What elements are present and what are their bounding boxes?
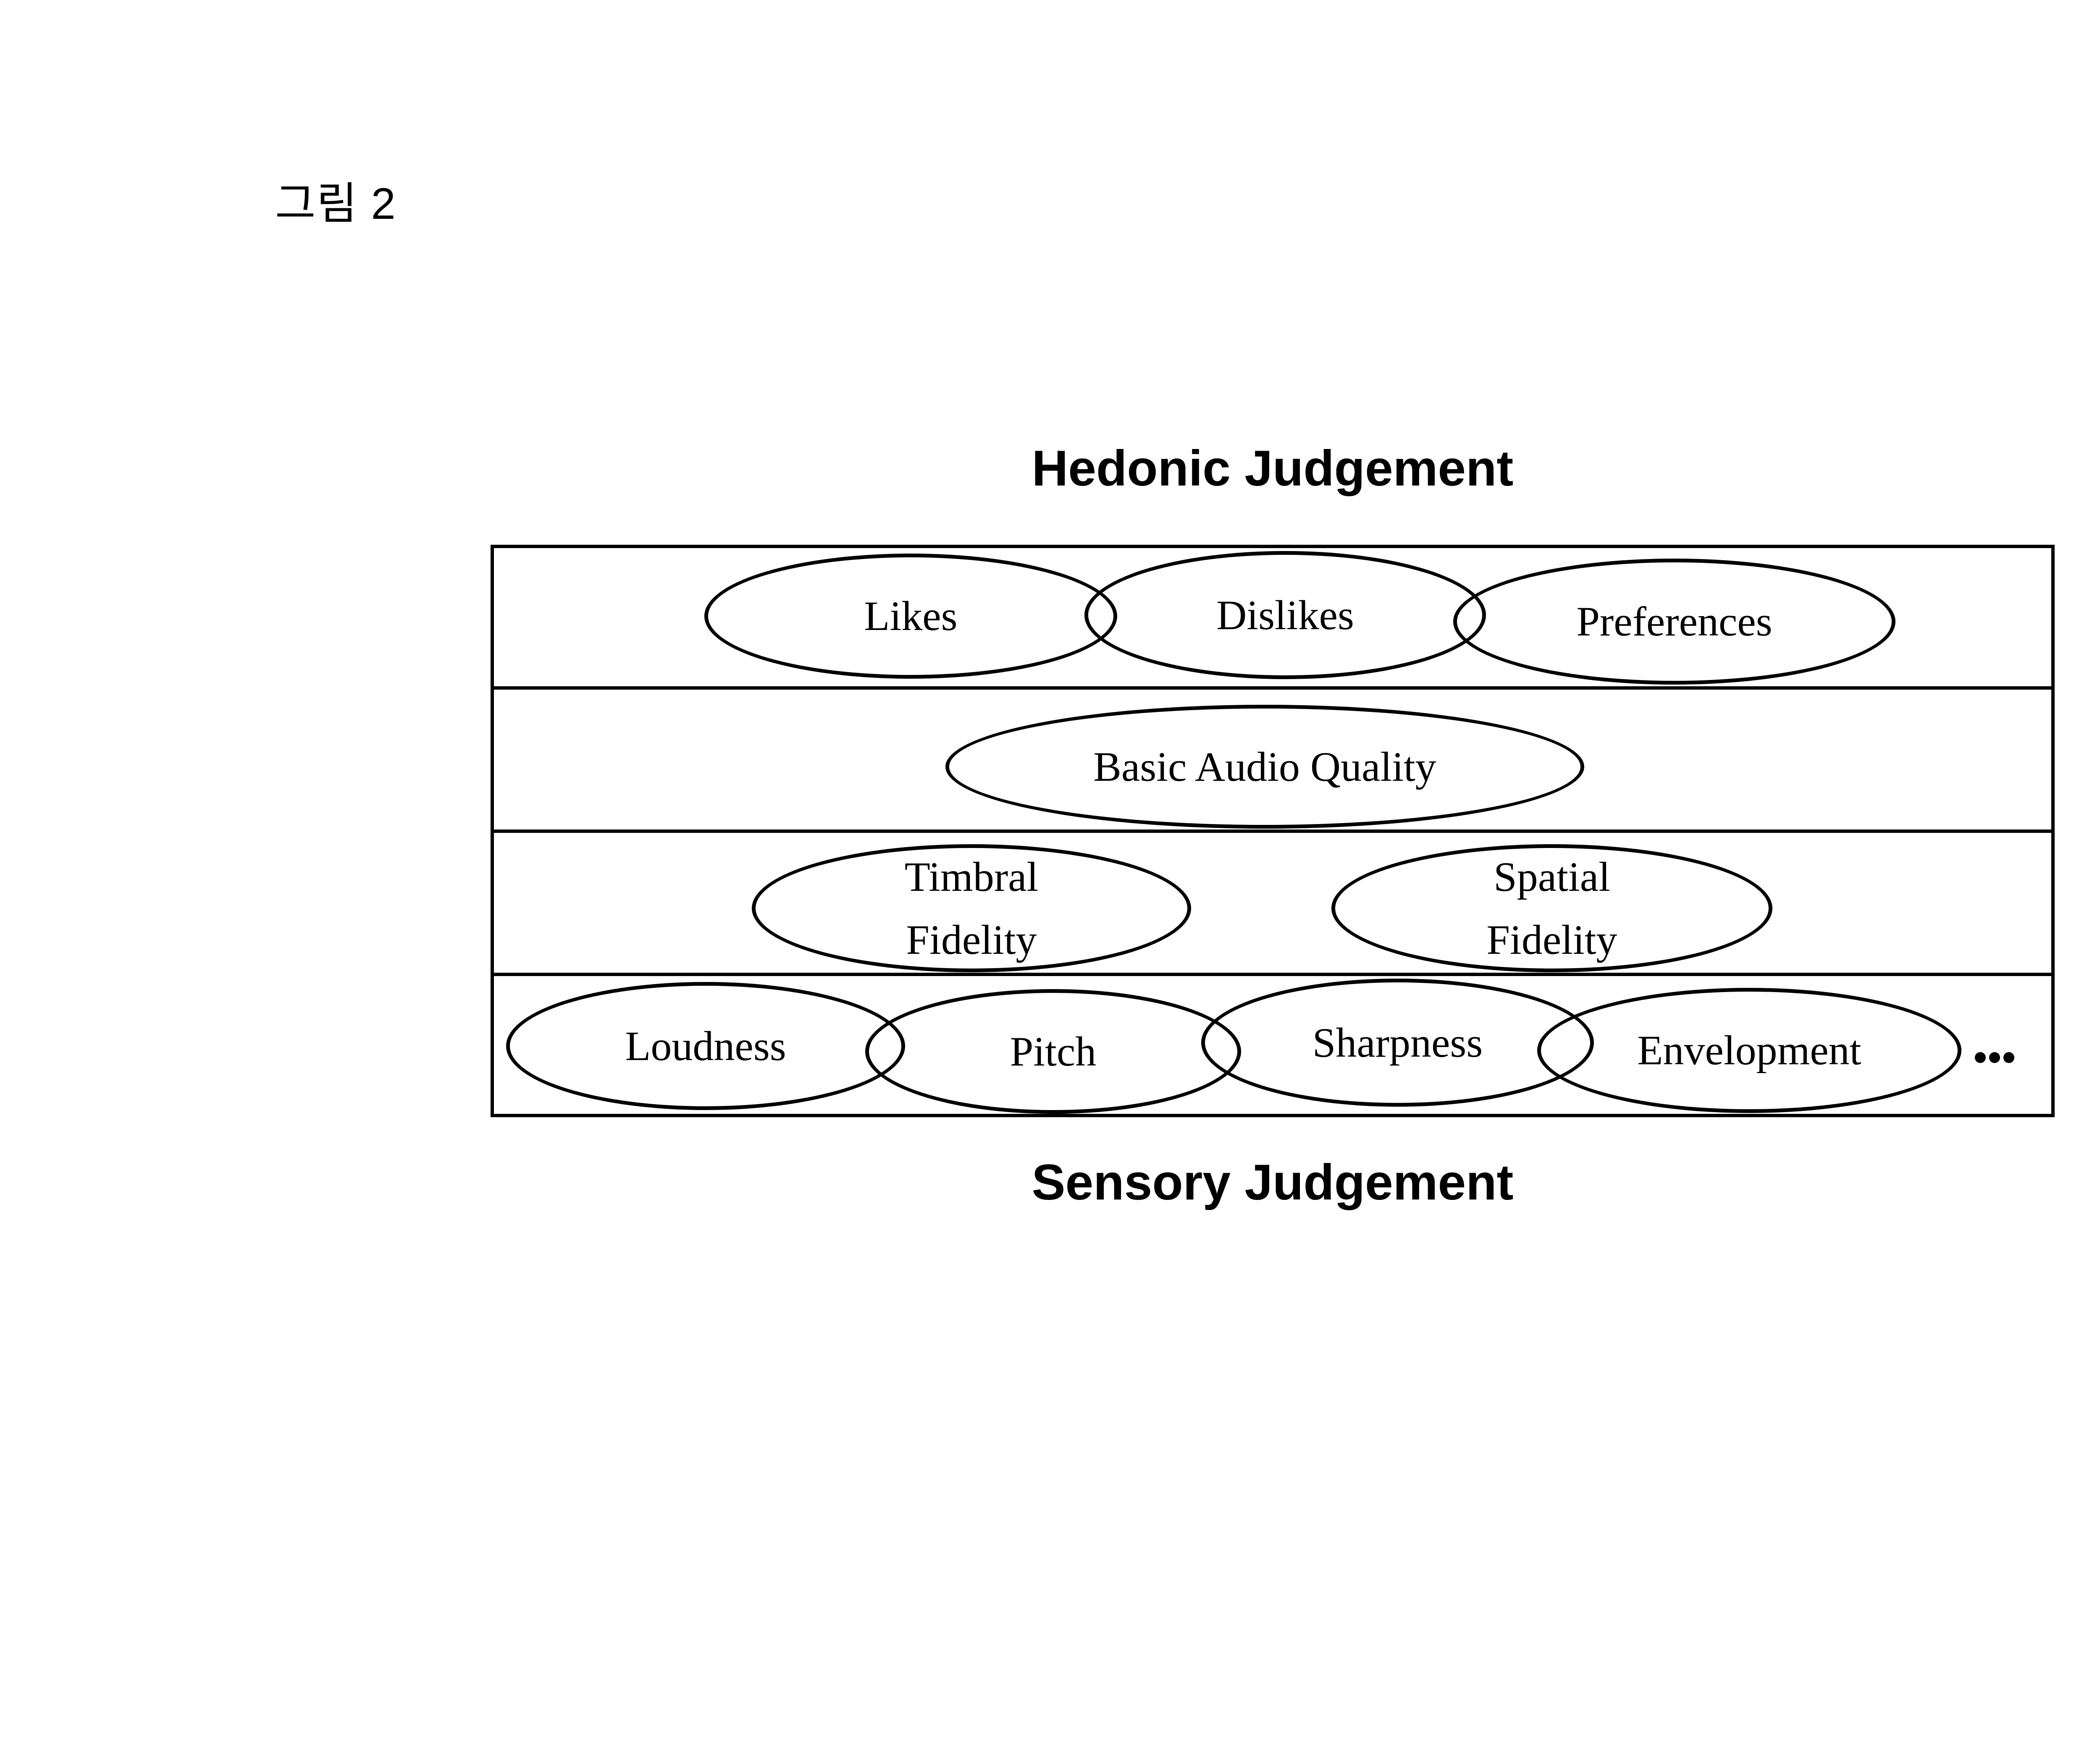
ellipse-sharpness: Sharpness [1201, 979, 1594, 1107]
ellipse-spatial-fidelity-label: Spatial Fidelity [1486, 853, 1617, 963]
ellipse-pitch: Pitch [865, 989, 1241, 1114]
hedonic-judgement-title: Hedonic Judgement [1032, 440, 1514, 496]
ellipse-likes-label: Likes [864, 593, 958, 639]
row-divider-2 [494, 830, 2051, 833]
ellipse-spatial-fidelity: Spatial Fidelity [1331, 844, 1772, 972]
ellipse-envelopment: Envelopment [1537, 988, 1961, 1113]
ellipse-preferences-label: Preferences [1576, 598, 1772, 645]
ellipsis-dot [1975, 1052, 1986, 1063]
figure-label: 그림 2 [275, 179, 396, 228]
ellipse-preferences: Preferences [1453, 559, 1895, 685]
ellipse-timbral-fidelity-label: Timbral Fidelity [904, 853, 1039, 963]
ellipse-dislikes: Dislikes [1084, 551, 1486, 679]
more-attributes-ellipsis [1975, 1052, 2014, 1063]
sensory-judgement-title: Sensory Judgement [1032, 1154, 1514, 1210]
row-divider-3 [494, 973, 2051, 976]
ellipse-envelopment-label: Envelopment [1637, 1027, 1861, 1074]
ellipsis-dot [2003, 1052, 2014, 1063]
ellipse-loudness-label: Loudness [625, 1022, 786, 1069]
ellipse-pitch-label: Pitch [1010, 1028, 1097, 1075]
ellipsis-dot [1989, 1052, 2000, 1063]
judgement-layers-box: Likes Dislikes Preferences Basic Audio Q… [491, 545, 2055, 1117]
ellipse-sharpness-label: Sharpness [1312, 1019, 1483, 1066]
ellipse-timbral-fidelity: Timbral Fidelity [752, 844, 1191, 972]
ellipse-basic-audio-quality-label: Basic Audio Quality [1093, 743, 1436, 790]
row-divider-1 [494, 686, 2051, 690]
ellipse-dislikes-label: Dislikes [1216, 591, 1354, 638]
ellipse-loudness: Loudness [506, 982, 905, 1110]
ellipse-basic-audio-quality: Basic Audio Quality [945, 705, 1584, 829]
ellipse-likes: Likes [704, 554, 1117, 679]
